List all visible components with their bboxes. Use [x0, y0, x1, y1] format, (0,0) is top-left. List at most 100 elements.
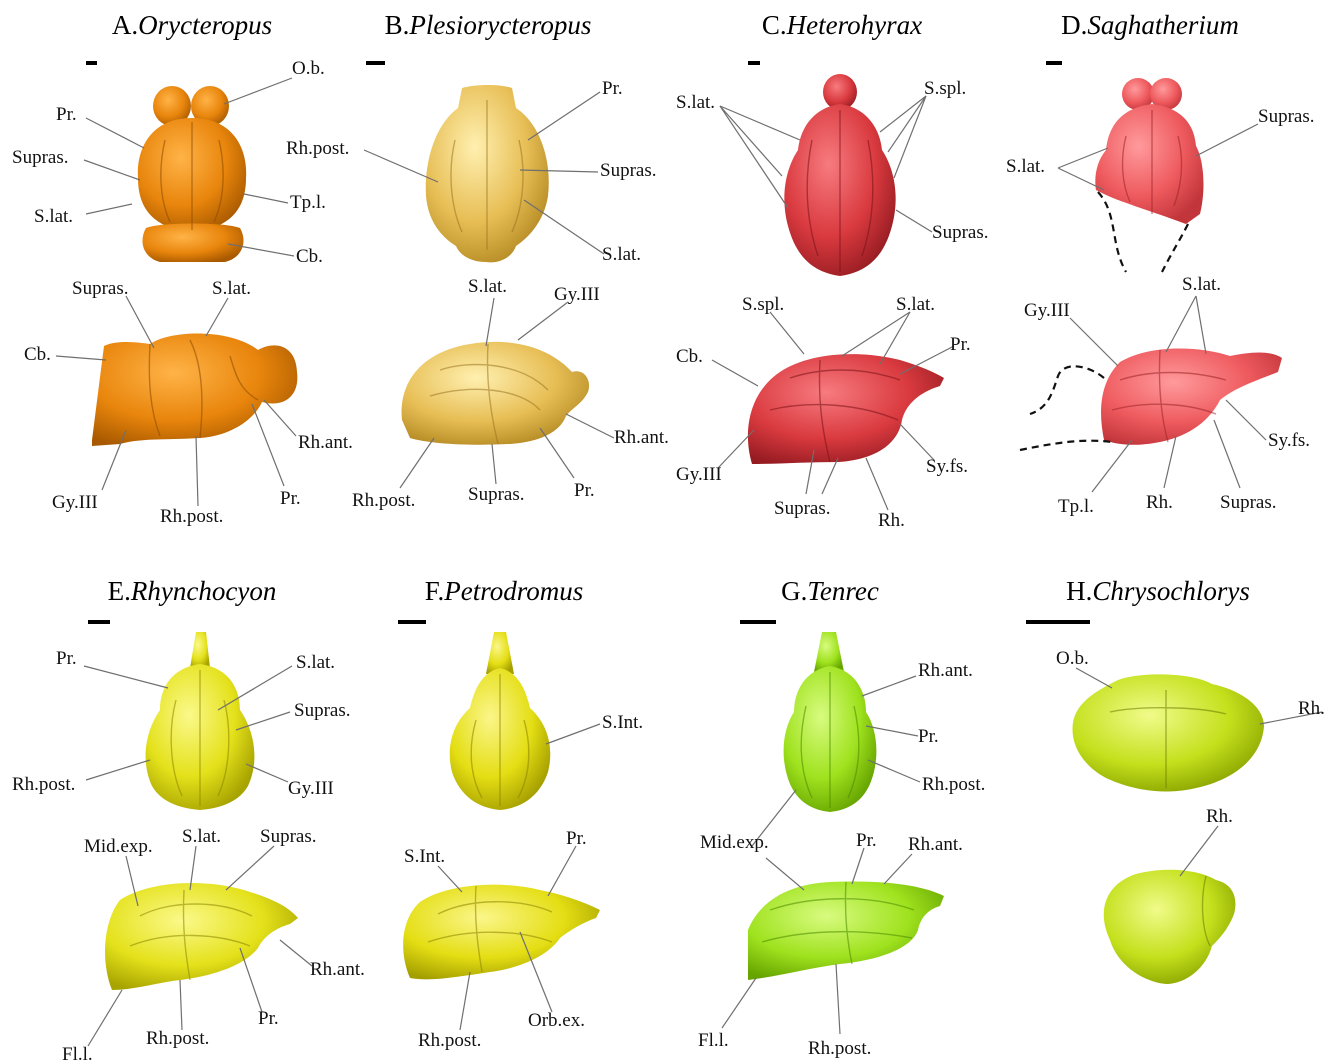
panel-a-label: S.lat.	[34, 206, 73, 227]
panel-a-label: Supras.	[12, 147, 68, 168]
panel-h-dorsal-brain	[1072, 674, 1264, 791]
panel-b-lateral-brain	[402, 342, 590, 445]
panel-d-dorsal-brain	[1095, 78, 1203, 224]
panel-c-lateral-brain	[748, 354, 944, 464]
panel-g: G.Tenrec Rh.ant. Pr. Rh.post. Mid.exp. P…	[698, 576, 985, 1059]
panel-a-label: Pr.	[280, 488, 301, 509]
panel-c-label: Sy.fs.	[926, 456, 968, 477]
panel-d-reconstruction-line	[1162, 224, 1188, 272]
panel-b-title: B.Plesiorycteropus	[385, 10, 592, 40]
panel-d-title: D.Saghatherium	[1061, 10, 1239, 40]
panel-f-label: Orb.ex.	[528, 1010, 585, 1031]
panel-h-title: H.Chrysochlorys	[1066, 576, 1250, 606]
panel-g-label: Mid.exp.	[700, 832, 769, 853]
panel-b-label: Gy.III	[554, 284, 600, 305]
panel-b-dorsal-brain	[426, 85, 549, 262]
panel-e-label: Rh.post.	[12, 774, 75, 795]
panel-g-lateral-brain	[748, 882, 944, 980]
panel-e-label: Rh.ant.	[310, 959, 365, 980]
panel-d-label: Rh.	[1146, 492, 1173, 513]
panel-a-label: Cb.	[24, 344, 51, 365]
panel-h-label: O.b.	[1056, 648, 1089, 669]
panel-c-label: Rh.	[878, 510, 905, 531]
panel-e-label: Pr.	[56, 648, 77, 669]
panel-c-dorsal-brain	[784, 74, 895, 276]
panel-e-title: E.Rhynchocyon	[108, 576, 277, 606]
panel-a-label: O.b.	[292, 58, 325, 79]
panel-c-label: S.lat.	[896, 294, 935, 315]
panel-f-dorsal-brain	[450, 632, 551, 810]
panel-c-label: Supras.	[774, 498, 830, 519]
panel-a-label: Supras.	[72, 278, 128, 299]
panel-b-label: Pr.	[574, 480, 595, 501]
panel-e-label: Fl.l.	[62, 1044, 93, 1064]
panel-a-lateral-brain	[92, 333, 297, 446]
panel-e-label: Rh.post.	[146, 1028, 209, 1049]
panel-g-dorsal-brain	[784, 632, 877, 812]
panel-d-reconstruction-line	[1030, 366, 1104, 414]
panel-f-title: F.Petrodromus	[425, 576, 584, 606]
panel-a-label: Gy.III	[52, 492, 98, 513]
panel-e-label: Supras.	[294, 700, 350, 721]
panel-d-label: Supras.	[1258, 106, 1314, 127]
panel-e-label: S.lat.	[296, 652, 335, 673]
panel-d-label: S.lat.	[1006, 156, 1045, 177]
panel-g-label: Pr.	[918, 726, 939, 747]
panel-g-label: Rh.post.	[922, 774, 985, 795]
panel-e: E.Rhynchocyon Pr. S.lat. Supras.	[12, 576, 365, 1064]
panel-e-label: Pr.	[258, 1008, 279, 1029]
panel-h: H.Chrysochlorys O.b. Rh. Rh.	[1026, 576, 1325, 984]
panel-e-label: Mid.exp.	[84, 836, 153, 857]
panel-f-label: S.Int.	[404, 846, 445, 867]
panel-b-label: Pr.	[602, 78, 623, 99]
panel-c-title: C.Heterohyrax	[762, 10, 922, 40]
panel-b-label: Supras.	[468, 484, 524, 505]
panel-d-reconstruction-line	[1098, 192, 1126, 272]
panel-c-label: Cb.	[676, 346, 703, 367]
panel-d-label: Tp.l.	[1058, 496, 1094, 517]
panel-b-label: S.lat.	[468, 276, 507, 297]
panel-a-label: Rh.post.	[160, 506, 223, 527]
panel-f-label: Pr.	[566, 828, 587, 849]
panel-a-label: Pr.	[56, 104, 77, 125]
panel-c: C.Heterohyrax	[676, 10, 988, 531]
panel-d-reconstruction-line	[1020, 441, 1112, 450]
panel-d-lateral-brain	[1101, 348, 1282, 444]
panel-a-label: Tp.l.	[290, 192, 326, 213]
panel-f-label: Rh.post.	[418, 1030, 481, 1051]
panel-g-label: Rh.ant.	[918, 660, 973, 681]
panel-f-lateral-brain	[403, 885, 600, 980]
panel-d-label: Gy.III	[1024, 300, 1070, 321]
panel-e-dorsal-brain	[146, 632, 255, 810]
panel-a-label: Rh.ant.	[298, 432, 353, 453]
panel-b-label: S.lat.	[602, 244, 641, 265]
panel-c-label: S.spl.	[924, 78, 966, 99]
panel-g-label: Rh.ant.	[908, 834, 963, 855]
panel-c-label: S.spl.	[742, 294, 784, 315]
panel-d-label: Sy.fs.	[1268, 430, 1310, 451]
panel-a-dorsal-brain	[138, 86, 246, 262]
panel-c-label: Pr.	[950, 334, 971, 355]
panel-a-label: Cb.	[296, 246, 323, 267]
panel-c-label: Supras.	[932, 222, 988, 243]
panel-d: D.Saghatherium Supras. S.	[1006, 10, 1314, 517]
panel-e-label: S.lat.	[182, 826, 221, 847]
panel-a: A.Orycteropus O.b.	[12, 10, 353, 527]
panel-g-label: Rh.post.	[808, 1038, 871, 1059]
panel-a-label: S.lat.	[212, 278, 251, 299]
panel-g-label: Pr.	[856, 830, 877, 851]
panel-f: F.Petrodromus S.Int. S.Int. Pr. Rh.post.…	[398, 576, 643, 1051]
panel-b-label: Rh.ant.	[614, 427, 669, 448]
panel-a-title: A.Orycteropus	[112, 10, 272, 40]
panel-g-title: G.Tenrec	[781, 576, 879, 606]
panel-c-label: Gy.III	[676, 464, 722, 485]
panel-f-label: S.Int.	[602, 712, 643, 733]
panel-d-label: S.lat.	[1182, 274, 1221, 295]
panel-d-label: Supras.	[1220, 492, 1276, 513]
panel-h-label: Rh.	[1206, 806, 1233, 827]
panel-g-label: Fl.l.	[698, 1030, 729, 1051]
panel-c-label: S.lat.	[676, 92, 715, 113]
panel-e-lateral-brain	[105, 883, 298, 990]
panel-h-lateral-brain	[1104, 870, 1236, 984]
